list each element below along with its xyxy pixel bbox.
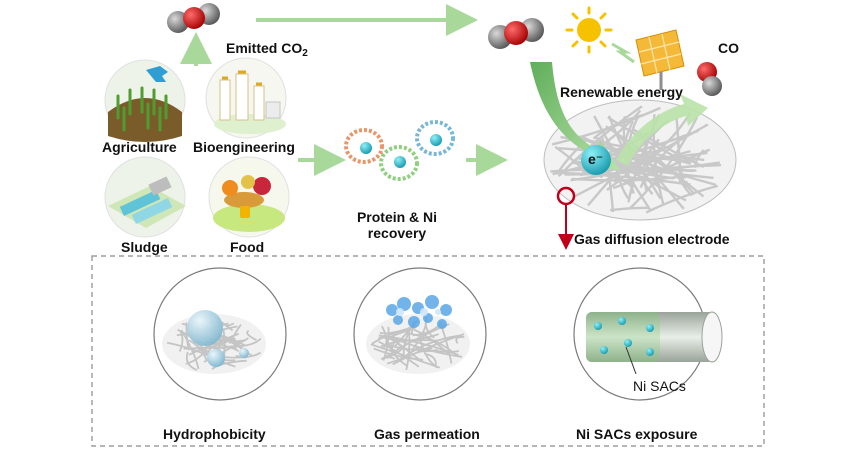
- mesh-fiber: [645, 184, 719, 214]
- solar-panel-icon: [635, 29, 685, 90]
- mesh-fiber: [386, 354, 409, 365]
- label-emitted-co2-subscript: 2: [302, 48, 308, 59]
- label-renewable-energy: Renewable energy: [560, 84, 683, 100]
- protein-complex-orange: [344, 128, 384, 164]
- co2-molecule-left: [167, 3, 220, 33]
- label-co: CO: [718, 40, 739, 56]
- mesh-fiber: [551, 106, 661, 146]
- mesh-fiber: [390, 337, 421, 361]
- mesh-fiber: [178, 330, 184, 352]
- label-electron: e⁻: [588, 151, 604, 167]
- label-emitted-co2-text: Emitted CO: [226, 40, 303, 56]
- mesh-fiber: [246, 329, 257, 341]
- mesh-fiber: [185, 351, 198, 371]
- label-protein-ni-line1: Protein & Ni: [356, 209, 438, 225]
- mesh-fiber: [225, 322, 235, 327]
- gas-permeation-illustration: [353, 267, 487, 401]
- mesh-fiber: [405, 327, 411, 371]
- mesh-fiber: [229, 337, 262, 348]
- label-emitted-co2: Emitted CO2: [226, 40, 308, 59]
- hydrophobicity-illustration: [153, 267, 287, 401]
- label-gas-permeation: Gas permeation: [374, 426, 480, 442]
- mesh-fiber: [675, 117, 683, 185]
- mesh-fiber: [183, 346, 237, 350]
- mesh-fiber: [234, 339, 246, 351]
- label-protein-ni-line2: recovery: [367, 225, 427, 241]
- label-sludge: Sludge: [121, 239, 168, 255]
- label-bioengineering: Bioengineering: [193, 139, 295, 155]
- mesh-fiber: [628, 116, 699, 210]
- mesh-fiber: [381, 325, 388, 350]
- label-hydrophobicity: Hydrophobicity: [163, 426, 266, 442]
- protein-ni-complexes: [344, 120, 455, 181]
- zoom-panel-frame: [91, 255, 765, 447]
- protein-complex-blue: [415, 120, 455, 156]
- label-food: Food: [230, 239, 265, 255]
- mesh-fiber: [570, 164, 722, 182]
- electron-sphere: [581, 145, 611, 175]
- mesh-fiber: [386, 356, 396, 360]
- mesh-fiber: [669, 169, 687, 179]
- mesh-fiber: [455, 336, 465, 344]
- mesh-fiber: [557, 105, 643, 177]
- mesh-fiber: [378, 340, 420, 368]
- ni-atom-markers: [594, 317, 654, 356]
- mesh-fiber: [622, 138, 662, 200]
- co-outflow-arrow: [616, 94, 708, 166]
- bioengineering-illustration: [205, 57, 287, 139]
- sun-icon: [565, 6, 635, 64]
- label-gas-diffusion-electrode: Gas diffusion electrode: [574, 231, 730, 247]
- sludge-illustration: [104, 156, 186, 238]
- co-molecule: [697, 62, 722, 96]
- protein-complex-green: [379, 145, 419, 181]
- mesh-fiber: [379, 326, 411, 335]
- label-ni-sacs-exposure: Ni SACs exposure: [576, 426, 698, 442]
- mesh-fiber: [382, 326, 390, 361]
- food-illustration: [208, 156, 290, 238]
- mesh-fiber: [207, 337, 236, 353]
- co2-inflow-arrow: [530, 62, 620, 170]
- mesh-fiber: [371, 327, 416, 345]
- mesh-fiber: [571, 175, 684, 182]
- label-ni-sacs: Ni SACs: [633, 378, 686, 394]
- mesh-fiber: [600, 134, 615, 213]
- co2-molecule-right: [488, 18, 544, 49]
- label-protein-ni-recovery: Protein & Ni recovery: [348, 209, 446, 241]
- label-agriculture: Agriculture: [102, 139, 177, 155]
- agriculture-illustration: [104, 59, 186, 142]
- ni-sacs-exposure-illustration: [573, 267, 723, 401]
- mesh-fiber: [556, 171, 691, 186]
- zoom-indicator: [556, 186, 576, 250]
